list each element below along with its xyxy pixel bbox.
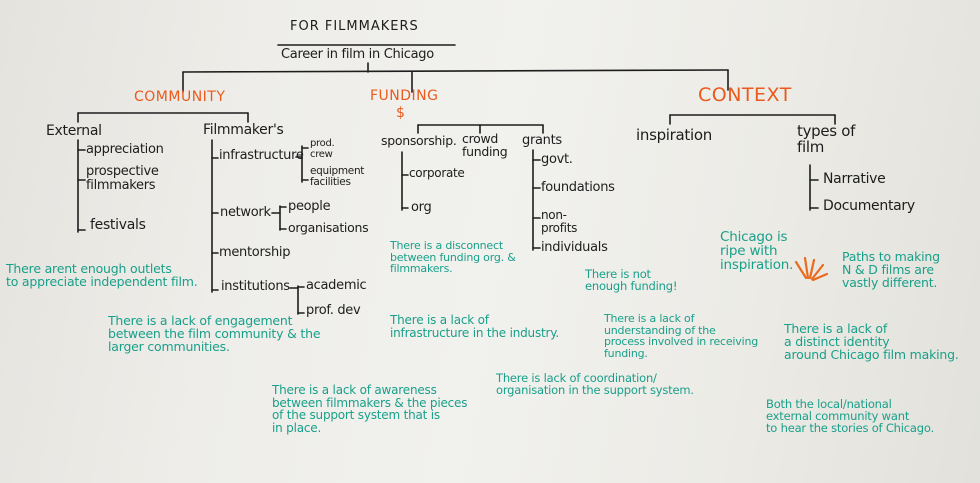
board-title: FOR FILMMAKERS: [290, 19, 419, 34]
dollar-symbol: $: [396, 105, 406, 121]
note-identity: There is a lack of a distinct identity a…: [784, 321, 959, 363]
item-grants: grants: [522, 133, 562, 148]
item-organisations: organisations: [288, 220, 369, 235]
item-network: network: [220, 205, 271, 220]
note-chicago-ripe: Chicago is ripe with inspiration.: [720, 229, 794, 274]
note-stories-of-chicago: Both the local/national external communi…: [766, 397, 934, 436]
note-paths-different: Paths to making N & D films are vastly d…: [842, 249, 940, 291]
item-crowd-funding: crowd funding: [462, 131, 508, 160]
item-types-of-film: types of film: [797, 122, 856, 156]
external-label: External: [46, 123, 102, 139]
item-institutions: institutions: [221, 279, 290, 294]
item-prof-dev: prof. dev: [306, 303, 361, 318]
item-individuals: individuals: [541, 240, 608, 255]
item-govt: govt.: [541, 152, 573, 167]
item-mentorship: mentorship: [219, 245, 291, 260]
note-outlets: There arent enough outlets to appreciate…: [6, 261, 198, 290]
note-coordination: There is lack of coordination/ organisat…: [496, 371, 694, 398]
item-prospective-filmmakers: prospective filmmakers: [86, 164, 159, 193]
note-process-funding: There is a lack of understanding of the …: [604, 312, 759, 360]
item-festivals: festivals: [90, 217, 146, 233]
item-academic: academic: [306, 278, 367, 293]
item-documentary: Documentary: [823, 198, 915, 214]
branch-context: CONTEXT: [698, 84, 792, 106]
note-infrastructure: There is a lack of infrastructure in the…: [390, 313, 560, 340]
item-sponsorship: sponsorship.: [381, 133, 457, 148]
note-disconnect: There is a disconnect between funding or…: [390, 239, 516, 276]
note-awareness: There is a lack of awareness between fil…: [272, 383, 468, 435]
filmmakers-label: Filmmaker's: [203, 122, 284, 138]
item-corporate: corporate: [409, 166, 465, 180]
item-narrative: Narrative: [823, 171, 886, 187]
item-equipment-facilities: equipment facilities: [310, 165, 365, 189]
item-appreciation: appreciation: [86, 142, 164, 157]
item-infrastructure: infrastructure: [219, 148, 304, 163]
item-foundations: foundations: [541, 180, 615, 195]
note-engagement: There is a lack of engagement between th…: [108, 313, 321, 355]
sparkle-icon: [794, 256, 829, 282]
board-subtitle: Career in film in Chicago: [281, 47, 434, 62]
branch-community: COMMUNITY: [134, 89, 226, 105]
item-org: org: [411, 200, 432, 215]
item-people: people: [288, 199, 331, 214]
item-non-profits: non- profits: [541, 208, 578, 235]
item-prod-crew: prod. crew: [310, 138, 335, 160]
branch-funding: FUNDING: [370, 88, 439, 104]
note-not-enough-funding: There is not enough funding!: [585, 267, 678, 294]
item-inspiration: inspiration: [636, 126, 712, 144]
